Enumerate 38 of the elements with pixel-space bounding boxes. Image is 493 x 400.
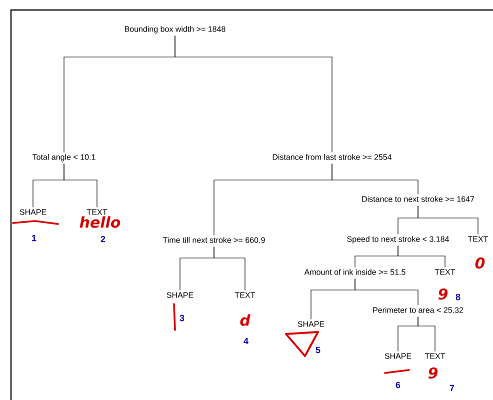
callout-number: 4 [244,338,248,344]
callout-number: 6 [396,382,400,388]
decision-text: Perimeter to area < 25.32 [373,307,464,313]
tree-branch [174,35,332,153]
callout-number: 2 [100,236,106,242]
tree-branch [214,246,246,291]
decision-text: Bounding box width >= 1848 [124,26,226,34]
decision-text: Distance to next stroke >= 1647 [362,196,474,202]
decision-text: Speed to next stroke < 3.184 [347,236,450,244]
decision-text: Distance from last stroke >= 2554 [272,154,392,160]
leaf-label: SHAPE [298,321,324,327]
handwritten-text: 0 [475,257,485,269]
leaf-label: TEXT [234,292,256,298]
handwritten-text: 9 [438,288,448,300]
tree-branch [64,163,98,208]
decision-text: Time till next stroke >= 660.9 [162,237,265,243]
leaf-label: TEXT [468,236,488,242]
leaf-label: SHAPE [384,353,412,359]
tree-branch [418,316,436,352]
decision-text: Amount of ink inside >= 51.5 [304,269,406,275]
decision-text: Total angle < 10.1 [32,154,96,162]
callout-number: 1 [32,234,36,242]
callout-number: 8 [456,294,460,300]
callout-number: 3 [180,314,184,322]
handwritten-text: 9 [428,367,438,379]
leaf-label: TEXT [434,269,456,275]
leaf-label: TEXT [424,353,446,359]
tree-branch [332,163,418,195]
leaf-label: SHAPE [20,209,46,215]
callout-number: 5 [316,346,320,354]
handwritten-text: d [240,314,250,326]
callout-number: 7 [450,384,454,392]
leaf-label: TEXT [86,209,108,215]
tree-branch [398,245,446,268]
tree-branch [354,278,418,306]
handwritten-text: hello [80,216,120,228]
tree-branch [418,205,478,235]
leaf-label: SHAPE [166,292,194,298]
